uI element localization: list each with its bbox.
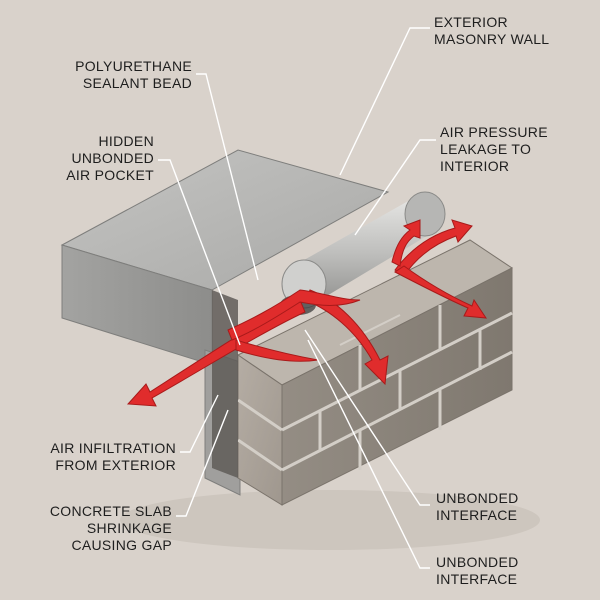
label-shrinkage-line3: CAUSING GAP [71,537,172,553]
label-unbonded-1-line1: UNBONDED [436,490,519,506]
leader-infiltration [180,394,219,453]
label-unbonded-2: UNBONDED INTERFACE [436,554,519,588]
leader-air-pocket [158,159,241,346]
label-air-pressure: AIR PRESSURE LEAKAGE TO INTERIOR [440,124,548,175]
label-infiltration-line2: FROM EXTERIOR [55,457,176,473]
label-air-pressure-line1: AIR PRESSURE [440,124,548,140]
label-air-pocket-line2: UNBONDED [71,150,154,166]
label-sealant-line1: POLYURETHANE [75,58,192,74]
label-air-pocket: HIDDEN UNBONDED AIR POCKET [40,133,154,184]
airflow-arrows [126,219,487,407]
arrow-leak-right [394,265,487,319]
label-sealant: POLYURETHANE SEALANT BEAD [40,58,192,92]
label-air-pressure-line2: LEAKAGE TO [440,141,532,157]
leader-unbonded-2 [307,339,430,569]
label-infiltration: AIR INFILTRATION FROM EXTERIOR [20,440,176,474]
label-exterior-wall-line1: EXTERIOR [434,14,508,30]
arrow-leak-top [391,219,421,267]
label-unbonded-2-line2: INTERFACE [436,571,518,587]
label-air-pocket-line1: HIDDEN [98,133,154,149]
leader-shrinkage [176,409,229,517]
leader-exterior-wall [339,27,430,176]
label-shrinkage-line1: CONCRETE SLAB [49,503,172,519]
arrow-ribbon-slab [227,289,361,341]
wall-top-mortar [339,314,401,346]
label-air-pressure-line3: INTERIOR [440,158,510,174]
label-sealant-line2: SEALANT BEAD [82,75,192,91]
brick-front-mortar [237,398,283,472]
label-shrinkage-line2: SHRINKAGE [86,520,172,536]
label-shrinkage: CONCRETE SLAB SHRINKAGE CAUSING GAP [20,503,172,554]
wall-side-face [281,267,513,506]
label-exterior-wall-line2: MASONRY WALL [434,31,550,47]
brick-mortar-lines [281,305,513,472]
label-exterior-wall: EXTERIOR MASONRY WALL [434,14,549,48]
label-unbonded-1: UNBONDED INTERFACE [436,490,519,524]
label-air-pocket-line3: AIR POCKET [66,167,154,183]
joint-gap [212,290,238,478]
leader-air-pressure [354,139,436,236]
leader-lines [158,27,436,569]
label-infiltration-line1: AIR INFILTRATION [50,440,176,456]
label-unbonded-1-line2: INTERFACE [436,507,518,523]
ground-shadow [120,490,540,550]
label-unbonded-2-line1: UNBONDED [436,554,519,570]
leader-unbonded-1 [304,329,430,506]
leader-sealant [196,73,259,281]
arrow-leak-up [394,219,473,277]
